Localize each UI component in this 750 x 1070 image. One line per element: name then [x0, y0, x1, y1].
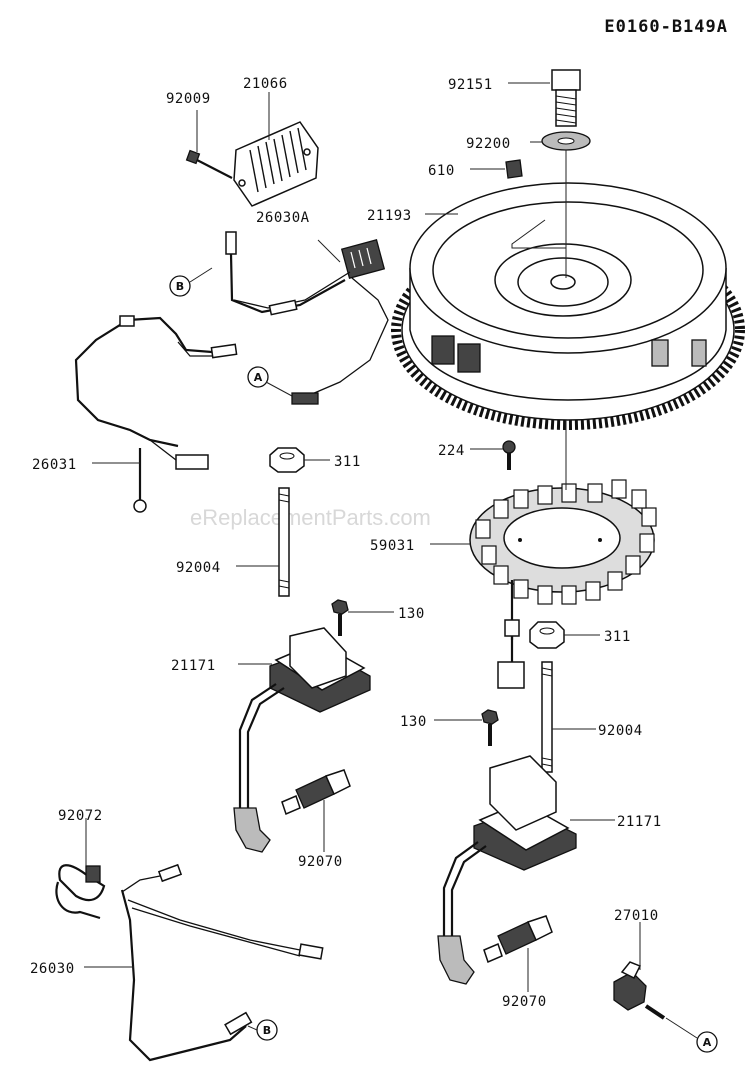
callout-b-bottom: B — [247, 1019, 278, 1041]
label-21066: 21066 — [243, 76, 288, 92]
stator-59031 — [469, 479, 657, 689]
nut-311-right — [529, 621, 565, 649]
label-130-left: 130 — [398, 606, 425, 622]
leader-lines — [84, 82, 641, 992]
label-21171-left: 21171 — [171, 658, 216, 674]
label-130-right: 130 — [400, 714, 427, 730]
label-21171-right: 21171 — [617, 814, 662, 830]
label-311-right: 311 — [604, 629, 631, 645]
label-92072: 92072 — [58, 808, 103, 824]
washer-92200 — [541, 131, 591, 151]
stud-92004-right — [541, 661, 553, 773]
label-59031: 59031 — [370, 538, 415, 554]
regulator-21066 — [233, 121, 319, 207]
label-92004-right: 92004 — [598, 723, 643, 739]
svg-text:B: B — [176, 280, 184, 293]
ignition-coil-21171-right — [437, 755, 577, 985]
wire-harness-26031 — [74, 315, 238, 513]
label-92151: 92151 — [448, 77, 493, 93]
watermark: eReplacementParts.com — [190, 505, 431, 530]
label-610: 610 — [428, 163, 455, 179]
flywheel-21193 — [391, 182, 745, 430]
wire-harness-26030 — [120, 863, 324, 1062]
label-26030A: 26030A — [256, 210, 310, 226]
label-27010: 27010 — [614, 908, 659, 924]
label-311-left: 311 — [334, 454, 361, 470]
nut-311-left — [269, 447, 305, 473]
wire-harness-26030A — [225, 231, 389, 405]
label-224: 224 — [438, 443, 465, 459]
boot-92072 — [55, 864, 106, 920]
screw-130-left — [331, 599, 349, 636]
spark-plug-92070-right — [483, 915, 553, 964]
bolt-92151 — [551, 69, 581, 127]
svg-text:B: B — [263, 1024, 271, 1037]
screw-224 — [502, 440, 516, 470]
callout-a-bottom: A — [665, 1017, 718, 1053]
label-26031: 26031 — [32, 457, 77, 473]
oil-pressure-switch-27010 — [613, 961, 666, 1020]
screw-130-right — [481, 709, 499, 746]
stud-92004-left — [278, 487, 290, 597]
key-610 — [505, 159, 523, 179]
diagram-code: E0160-B149A — [604, 17, 728, 37]
spark-plug-92070-left — [281, 769, 351, 816]
label-92200: 92200 — [466, 136, 511, 152]
label-26030: 26030 — [30, 961, 75, 977]
svg-text:A: A — [254, 371, 263, 384]
ignition-coil-21171-left — [233, 627, 371, 853]
label-21193: 21193 — [367, 208, 412, 224]
label-92009: 92009 — [166, 91, 211, 107]
svg-text:A: A — [703, 1036, 712, 1049]
callout-b-top: B — [169, 267, 213, 297]
label-92004-left: 92004 — [176, 560, 221, 576]
screw-92009 — [185, 149, 233, 179]
callout-a-top: A — [247, 366, 293, 397]
label-92070-right: 92070 — [502, 994, 547, 1010]
label-92070-left: 92070 — [298, 854, 343, 870]
